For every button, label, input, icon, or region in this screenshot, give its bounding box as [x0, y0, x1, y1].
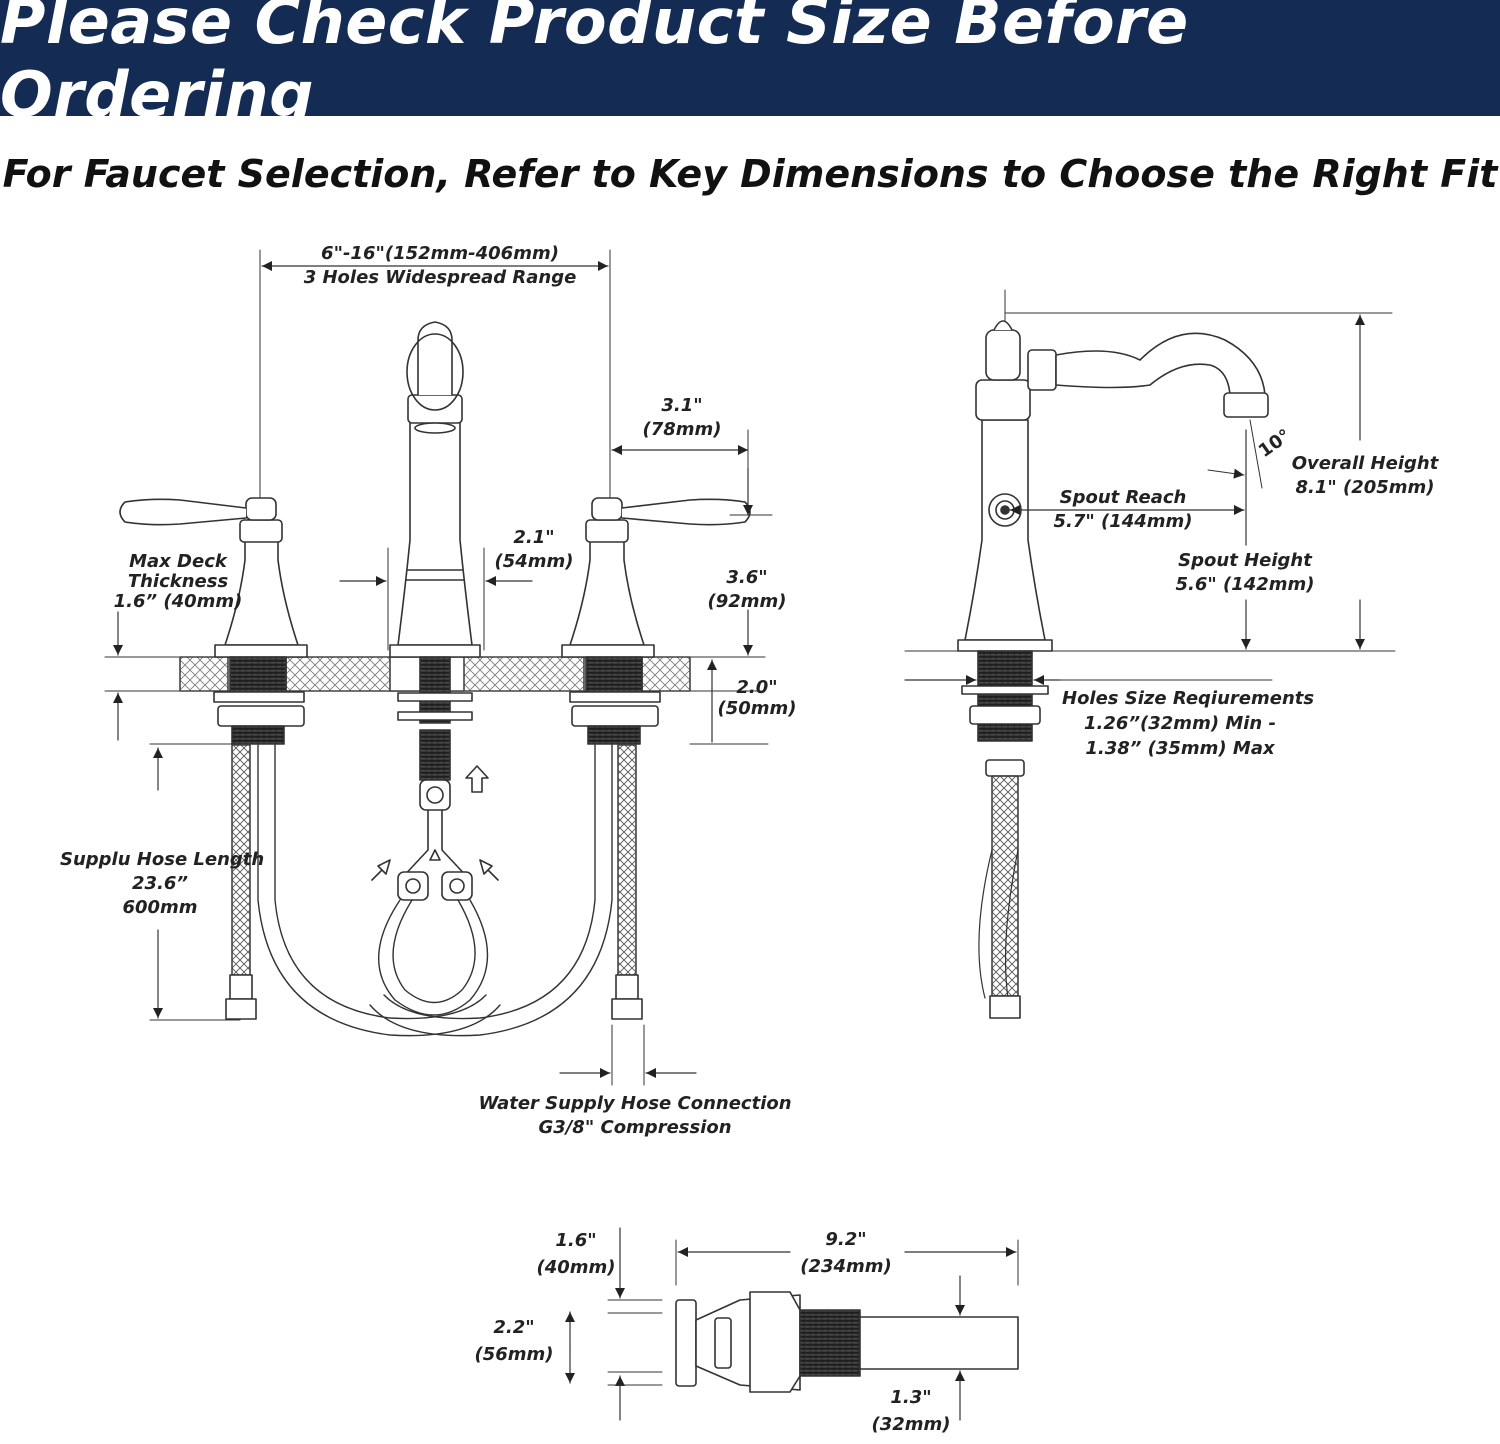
deck-thickness-line1: Max Deck: [129, 551, 227, 572]
overall-height-label: Overall Height 8.1" (205mm): [1290, 452, 1440, 500]
drain-flange-diameter-mm: (56mm): [474, 1344, 554, 1365]
page-title: Please Check Product Size Before Orderin…: [0, 0, 1189, 131]
drain-flange-height-inches: 1.6": [555, 1230, 597, 1251]
hose-length-caption: Supplu Hose Length: [60, 849, 265, 870]
drain-flange-height-label: 1.6" (40mm): [530, 1227, 622, 1281]
connection-thread: G3/8" Compression: [538, 1117, 732, 1138]
front-view-drawing: [104, 249, 773, 1086]
handle-offset-label: 3.1" (78mm): [632, 394, 732, 442]
spout-height-label: Spout Height 5.6" (142mm): [1170, 549, 1320, 597]
connection-label: Water Supply Hose Connection G3/8" Compr…: [470, 1092, 800, 1140]
spout-reach-label: Spout Reach 5.7" (144mm): [1050, 486, 1196, 534]
hose-length-label: Supplu Hose Length 23.6” 600mm: [60, 848, 265, 920]
drain-flange-diameter-inches: 2.2": [493, 1317, 535, 1338]
handle-height-inches: 3.6": [726, 567, 768, 588]
spout-reach-value: 5.7" (144mm): [1053, 511, 1193, 532]
holes-size-caption: Holes Size Reqiurements: [1062, 688, 1315, 709]
connection-caption: Water Supply Hose Connection: [478, 1093, 792, 1114]
deck-thickness-label: Max Deck Thickness 1.6” (40mm): [108, 552, 248, 612]
shank-length-label: 2.0" (50mm): [712, 677, 802, 719]
drain-length-label: 9.2" (234mm): [798, 1226, 894, 1280]
drain-flange-height-mm: (40mm): [536, 1257, 616, 1278]
overall-height-caption: Overall Height: [1291, 453, 1439, 474]
widespread-caption: 3 Holes Widespread Range: [303, 267, 577, 288]
spout-reach-caption: Spout Reach: [1059, 487, 1187, 508]
deck-thickness-value: 1.6” (40mm): [113, 591, 243, 612]
hose-length-inches: 23.6”: [131, 873, 188, 894]
holes-size-label: Holes Size Reqiurements 1.26”(32mm) Min …: [1062, 686, 1315, 761]
spout-height-caption: Spout Height: [1178, 550, 1312, 571]
page-subtitle: For Faucet Selection, Refer to Key Dimen…: [2, 152, 1498, 196]
widespread-value: 6"-16"(152mm-406mm): [321, 243, 559, 264]
drain-tail-diameter-mm: (32mm): [871, 1414, 951, 1435]
hose-length-mm: 600mm: [122, 897, 198, 918]
left-handle-drawing: [119, 497, 308, 745]
supply-hoses-drawing: [225, 744, 643, 1037]
right-handle-drawing: [561, 497, 751, 745]
side-view-drawing: [904, 289, 1396, 1019]
handle-offset-mm: (78mm): [642, 419, 722, 440]
drain-view-drawing: [565, 1227, 1019, 1421]
spout-base-mm: (54mm): [494, 551, 574, 572]
drain-flange-diameter-label: 2.2" (56mm): [470, 1314, 558, 1368]
shank-length-mm: (50mm): [717, 698, 797, 719]
overall-height-value: 8.1" (205mm): [1295, 477, 1435, 498]
holes-size-max: 1.38” (35mm) Max: [1085, 738, 1275, 759]
deck-thickness-line2: Thickness: [127, 571, 229, 592]
header-banner: Please Check Product Size Before Orderin…: [0, 0, 1500, 131]
drain-length-mm: (234mm): [800, 1256, 892, 1277]
spout-base-label: 2.1" (54mm): [484, 526, 584, 574]
spout-base-inches: 2.1": [513, 527, 555, 548]
shank-length-inches: 2.0": [736, 677, 778, 698]
handle-height-label: 3.6" (92mm): [700, 566, 794, 614]
handle-offset-inches: 3.1": [661, 395, 703, 416]
center-spout-drawing: [389, 321, 481, 901]
holes-size-min: 1.26”(32mm) Min -: [1084, 713, 1276, 734]
drain-tail-diameter-inches: 1.3": [890, 1387, 932, 1408]
handle-height-mm: (92mm): [707, 591, 787, 612]
drain-length-inches: 9.2": [825, 1229, 867, 1250]
drain-tail-diameter-label: 1.3" (32mm): [866, 1384, 956, 1438]
widespread-dimension-label: 6"-16"(152mm-406mm) 3 Holes Widespread R…: [290, 242, 590, 290]
spout-height-value: 5.6" (142mm): [1175, 574, 1315, 595]
